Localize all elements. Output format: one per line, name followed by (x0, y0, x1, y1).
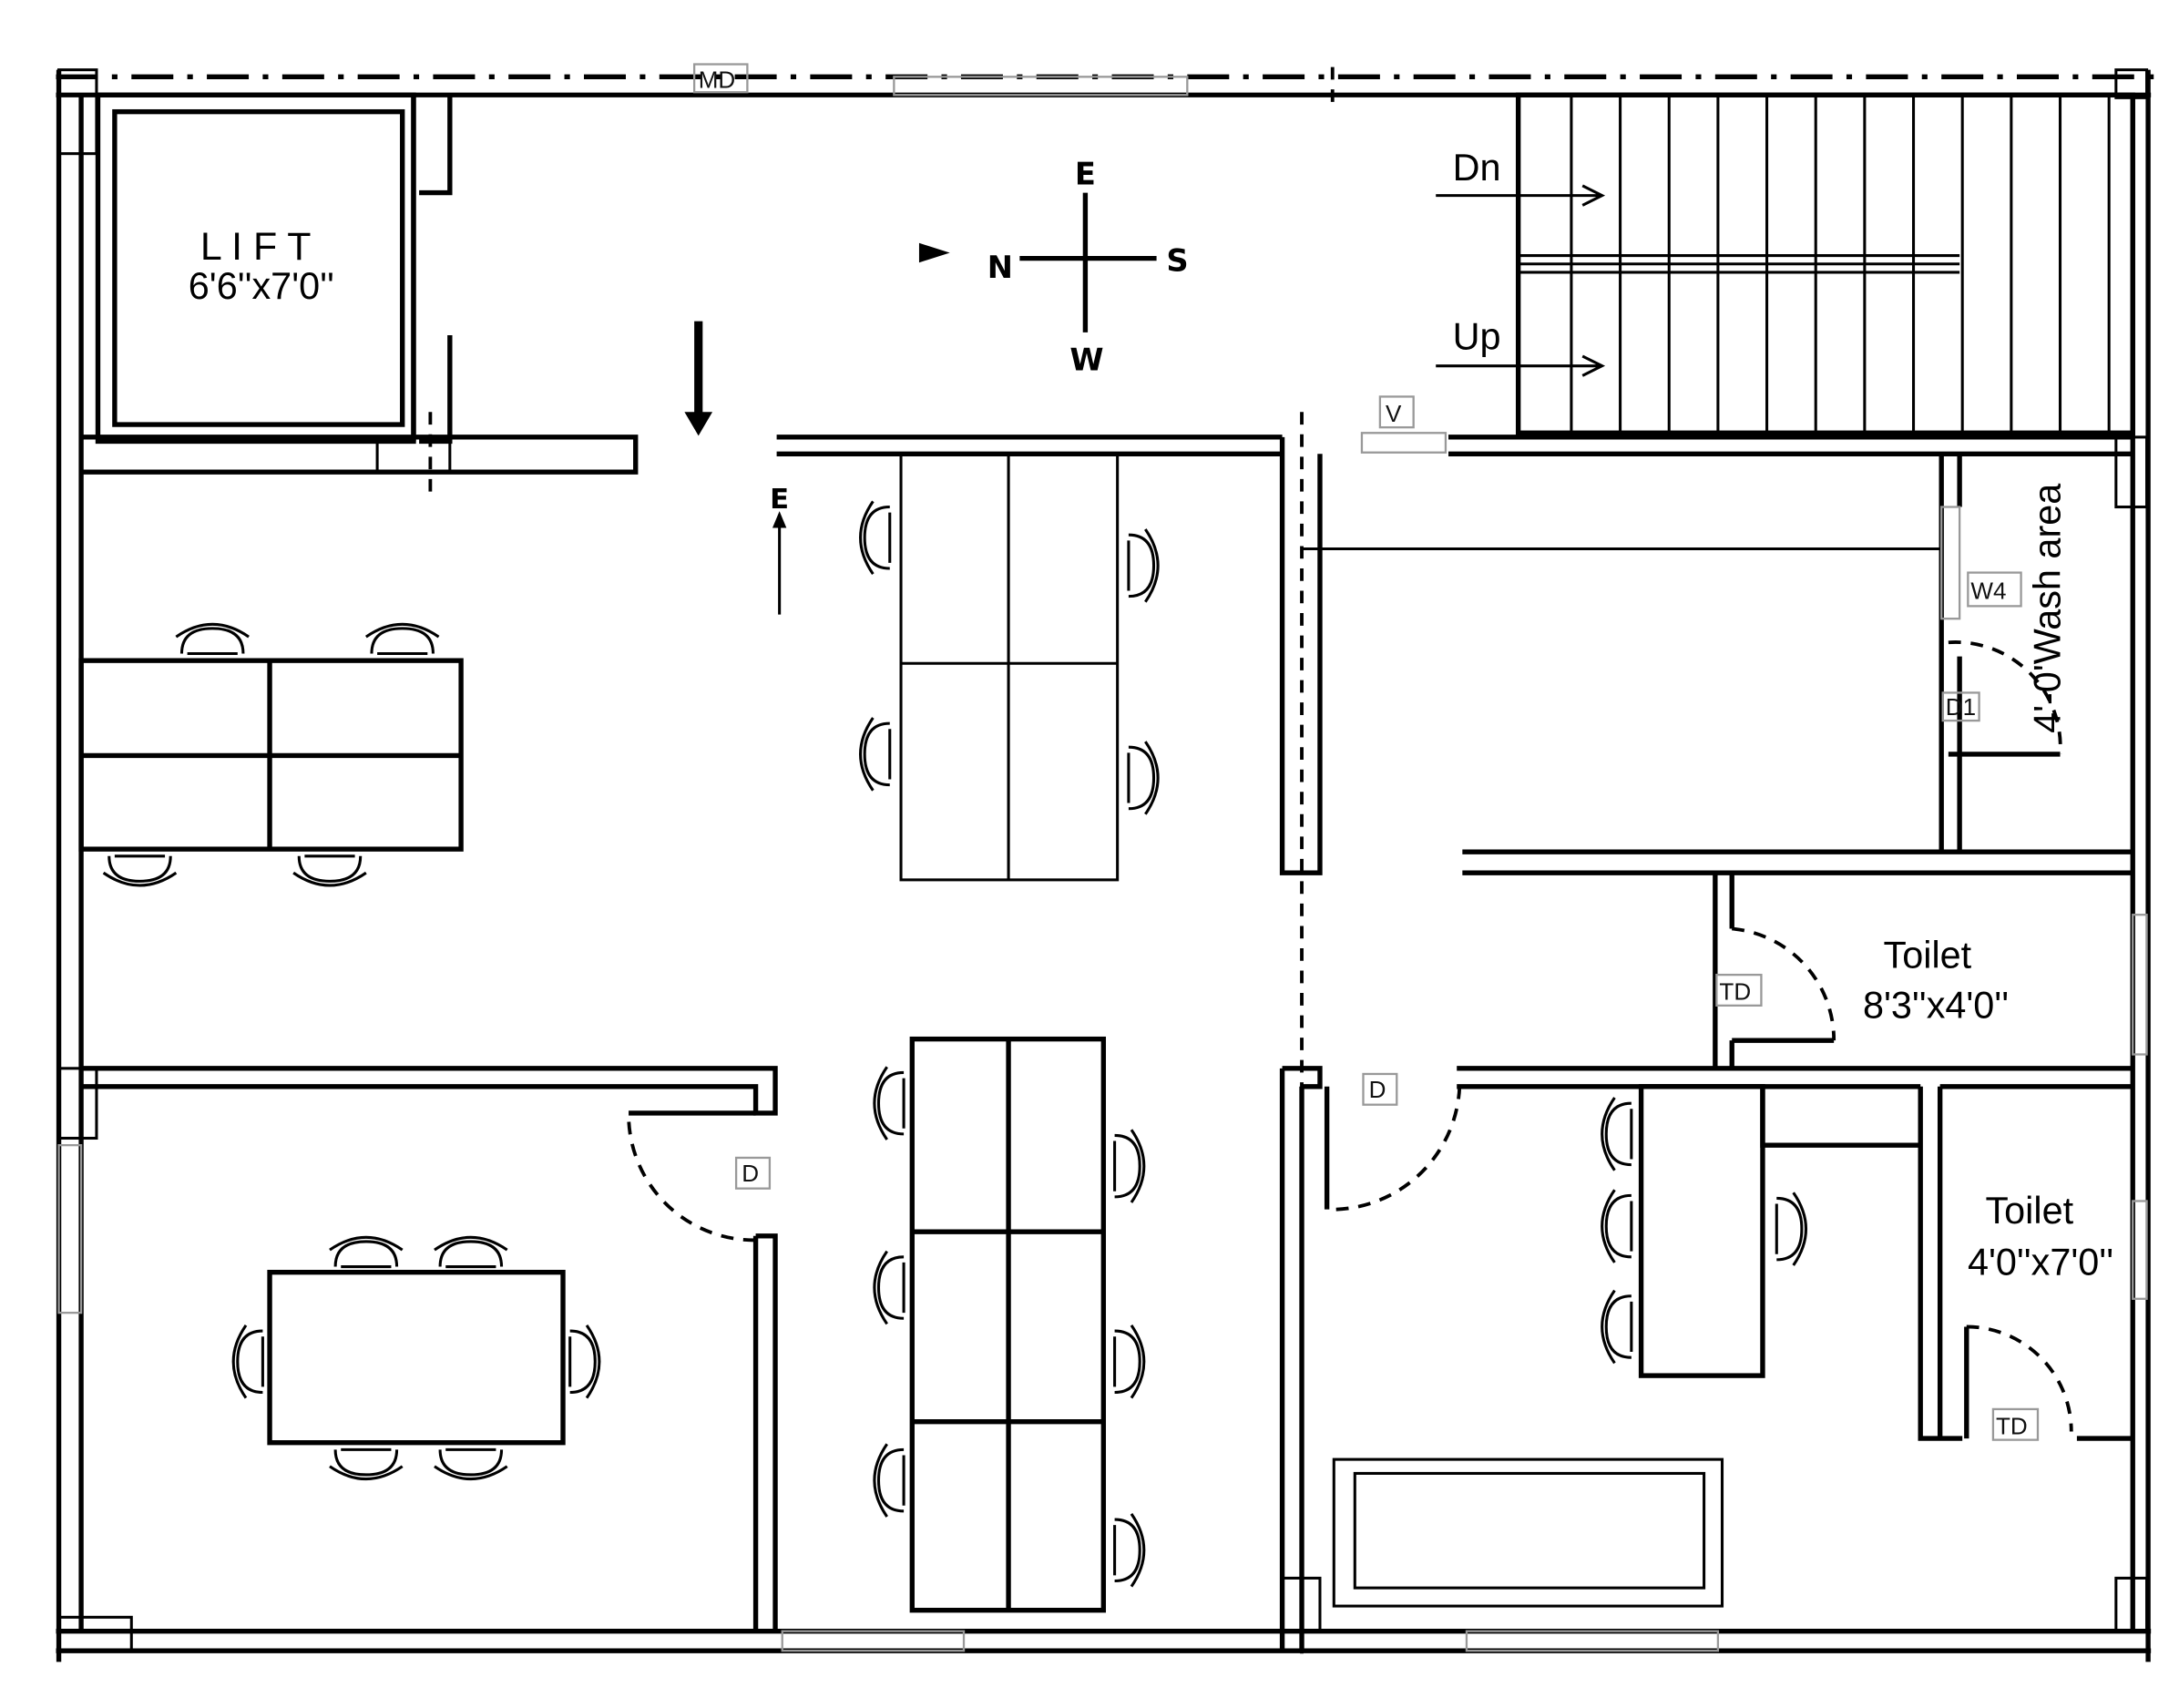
toilet2-door-tag: TD (1996, 1413, 2028, 1440)
ventilator-tag: V (1386, 400, 1402, 427)
chair (1113, 1513, 1146, 1588)
toilet2-size: 4'0''x7'0'' (1968, 1242, 2113, 1284)
staircase: Dn Up (1436, 92, 2135, 435)
chair (434, 1235, 508, 1269)
stairs-down-label: Dn (1453, 147, 1501, 189)
chair (434, 1447, 508, 1481)
toilet1-size: 8'3''x4'0'' (1863, 985, 2009, 1027)
compass-south: S (1166, 242, 1188, 278)
compass: E N S W (918, 156, 1189, 377)
chair (175, 622, 250, 656)
chair (1127, 741, 1160, 815)
left-room-door-tag: D (742, 1160, 759, 1187)
conference-table (267, 1269, 566, 1446)
workstation-bottom (909, 1036, 1107, 1613)
chair (329, 1235, 404, 1269)
desk-right (1638, 1084, 1765, 1378)
workstation-center (899, 452, 1120, 882)
lift-label: L I F T (200, 225, 312, 269)
window-tag-box (1967, 571, 2022, 608)
chair (1113, 1324, 1146, 1399)
chair (1601, 1289, 1633, 1365)
arrow-icon (918, 242, 950, 263)
compass-north: N (987, 250, 1013, 285)
east-marker: E (770, 484, 789, 516)
right-room-door-tag: D (1369, 1076, 1386, 1103)
entry-arrow-icon (684, 321, 713, 436)
corridor-wall (776, 435, 1283, 456)
workstation-left (78, 658, 464, 852)
chair (873, 1443, 905, 1518)
chair (1775, 1192, 1808, 1266)
chair (292, 854, 367, 887)
chair (859, 717, 892, 792)
chairs (102, 500, 1808, 1588)
sofa (1332, 1457, 1724, 1608)
outer-walls (56, 68, 2158, 1662)
chair (1127, 528, 1160, 603)
wash-area-label: 4'-0'Wash area (2027, 483, 2069, 733)
lift: L I F T 6'6''x7'0'' (81, 92, 639, 475)
chair (873, 1066, 905, 1140)
main-door-tag-box (692, 63, 749, 94)
compass-west: W (1069, 342, 1103, 377)
door-d1-tag: D1 (1946, 693, 1976, 721)
chair (102, 854, 178, 887)
chair (231, 1324, 264, 1399)
main-door-tag: MD (699, 66, 736, 94)
chair (859, 500, 892, 575)
window-tag: W4 (1970, 578, 2006, 605)
chair (364, 622, 440, 656)
chair (873, 1250, 905, 1325)
chair (1113, 1129, 1146, 1203)
chair (568, 1324, 601, 1399)
toilet1-door-tag: TD (1719, 978, 1751, 1006)
arrow-icon (772, 511, 787, 528)
toilet2-label: Toilet (1985, 1190, 2073, 1232)
toilet1-label: Toilet (1884, 934, 1972, 976)
chair (1601, 1097, 1633, 1171)
compass-east: E (1075, 156, 1096, 191)
chair (329, 1447, 404, 1481)
doors: D1 TD D D TD (627, 640, 2073, 1441)
chair (1601, 1189, 1633, 1263)
stairs-up-label: Up (1453, 315, 1501, 357)
lift-size: 6'6''x7'0'' (189, 265, 334, 307)
grid-line (428, 66, 1335, 1662)
ventilator-tag-box (1378, 395, 1415, 429)
ventilator (1360, 432, 1448, 454)
interior-walls (81, 435, 2133, 1652)
